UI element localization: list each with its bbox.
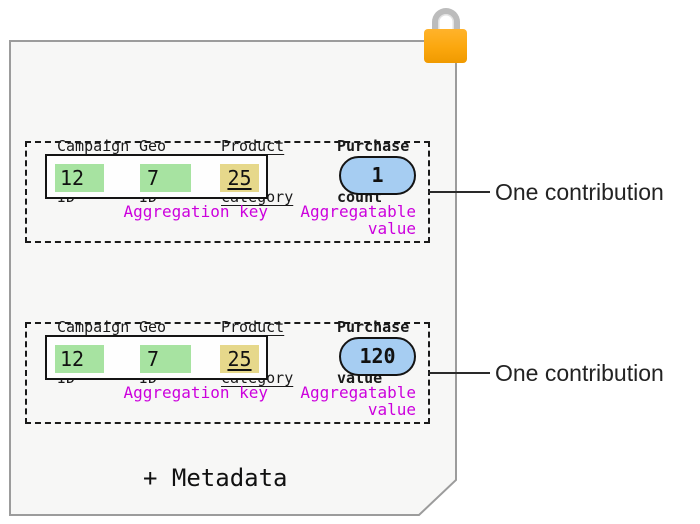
aggregatable-value-label: Aggregatable value	[300, 203, 416, 237]
annotation-connector-line	[428, 191, 490, 193]
metadata-label: + Metadata	[143, 464, 288, 492]
aggregatable-value-label: Aggregatable value	[300, 384, 416, 418]
aggregation-key-label: Aggregation key	[123, 202, 269, 221]
aggregation-key-box: 12 7 25	[45, 154, 268, 199]
label-line: Aggregatable	[300, 383, 416, 402]
contribution-annotation: One contribution	[495, 360, 664, 386]
key-cell-product-category: 25	[220, 345, 259, 373]
aggregation-key-box: 12 7 25	[45, 335, 268, 380]
annotation-connector-line	[428, 372, 490, 374]
aggregation-key-label: Aggregation key	[123, 383, 269, 402]
contribution-block-value: Campaign ID Geo ID Product category Purc…	[0, 285, 700, 467]
key-cell-campaign-id: 12	[55, 345, 104, 373]
aggregatable-value-pill: 120	[339, 337, 416, 376]
key-cell-product-category: 25	[220, 164, 259, 192]
label-line: value	[367, 400, 416, 419]
aggregatable-value-pill: 1	[339, 156, 416, 195]
key-cell-geo-id: 7	[140, 164, 191, 192]
lock-body	[424, 29, 467, 63]
key-cell-geo-id: 7	[140, 345, 191, 373]
label-line: value	[367, 219, 416, 238]
contribution-block-count: Campaign ID Geo ID Product category Purc…	[0, 104, 700, 286]
contribution-annotation: One contribution	[495, 179, 664, 205]
key-cell-campaign-id: 12	[55, 164, 104, 192]
label-line: Aggregatable	[300, 202, 416, 221]
lock-shackle	[432, 8, 460, 36]
